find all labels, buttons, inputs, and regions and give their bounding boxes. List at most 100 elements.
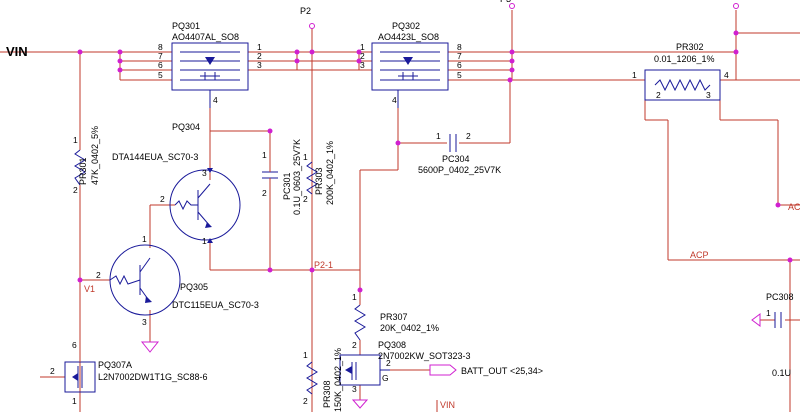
pq305-component[interactable]: PQ305 DTC115EUA_SC70-3 2 1 3 — [96, 234, 259, 327]
pc301-component[interactable]: 1 2 PC301 0.1U_0603_25V7K — [262, 139, 302, 215]
pq308-pin-3: 3 — [352, 384, 357, 394]
net-ac-label: AC — [788, 202, 800, 212]
pr307-ref: PR307 — [380, 312, 408, 322]
pr308-value: 150K_0402_1% — [333, 348, 343, 412]
ground-symbol — [140, 341, 160, 353]
pq301-pin-4: 4 — [213, 95, 218, 105]
pr307-value: 20K_0402_1% — [380, 323, 439, 333]
pr308-component[interactable]: 1 2 PR308 150K_0402_1% — [303, 348, 343, 412]
pr308-ref: PR308 — [322, 380, 332, 408]
pc304-component[interactable]: 1 2 PC304 5600P_0402_25V7K — [418, 131, 501, 175]
pq302-pin-1: 1 — [360, 42, 365, 52]
pr301-value: 47K_0402_5% — [90, 126, 100, 185]
pr307-pin-1: 1 — [352, 292, 357, 302]
pq302-value: AO4423L_SO8 — [378, 32, 439, 42]
pr302-pin-4: 4 — [724, 70, 729, 80]
pq304-value: DTA144EUA_SC70-3 — [112, 152, 198, 162]
net-v1-label: V1 — [84, 284, 95, 294]
pq307a-component[interactable]: PQ307A L2N7002DW1T1G_SC88-6 6 2 1 — [50, 340, 208, 406]
ports — [309, 3, 761, 376]
pq304-pin-1: 1 — [202, 236, 207, 246]
pr307-pin-2: 2 — [352, 340, 357, 350]
net-p2-1-label: P2-1 — [314, 260, 333, 270]
pc301-value: 0.1U_0603_25V7K — [292, 139, 302, 215]
pq305-pin-2: 2 — [96, 270, 101, 280]
pc308-pin-1: 1 — [766, 308, 771, 318]
pr302-ref: PR302 — [676, 42, 704, 52]
pq305-pin-3: 3 — [142, 317, 147, 327]
pr308-pin-2: 2 — [303, 396, 308, 406]
pr301-pin-1: 1 — [73, 135, 78, 145]
pr301-ref: PR301 — [78, 157, 88, 185]
ground-symbol-2 — [351, 399, 369, 409]
right-port[interactable] — [733, 3, 739, 9]
pq308-ref: PQ308 — [378, 340, 406, 350]
pr302-pin-3: 3 — [706, 90, 711, 100]
pq301-pin-1: 1 — [257, 42, 262, 52]
pq307a-pin-6: 6 — [72, 340, 77, 350]
pq302-pin-5: 5 — [457, 70, 462, 80]
pr303-pin-2: 2 — [303, 194, 308, 204]
net-p3-label: P3 — [500, 0, 511, 4]
pq301-pin-5: 5 — [158, 70, 163, 80]
batt-out-port[interactable] — [429, 364, 457, 376]
pq307a-value: L2N7002DW1T1G_SC88-6 — [98, 372, 208, 382]
pr302-component[interactable]: PR302 0.01_1206_1% 1 4 2 3 — [632, 42, 729, 101]
pq301-value: AO4407AL_SO8 — [172, 32, 239, 42]
p2-port[interactable] — [309, 23, 315, 29]
pq304-pin-3: 3 — [202, 168, 207, 178]
pq302-pin-7: 7 — [457, 51, 462, 61]
pc301-ref: PC301 — [282, 172, 292, 200]
pr303-component[interactable]: 1 2 PR303 200K_0402_1% — [303, 141, 335, 205]
pq305-pin-1: 1 — [142, 234, 147, 244]
net-acp-label: ACP — [690, 250, 709, 260]
pr301-component[interactable]: 1 2 PR301 47K_0402_5% — [73, 126, 100, 195]
pq301-component[interactable]: PQ301 AO4407AL_SO8 8 7 6 5 1 2 3 4 — [158, 21, 262, 108]
pq302-pin-6: 6 — [457, 60, 462, 70]
pq308-pin-2: 2 — [386, 358, 391, 368]
pq302-pin-3: 3 — [360, 60, 365, 70]
pq302-pin-4: 4 — [392, 95, 397, 105]
pc308-component[interactable]: PC308 1 0.1U — [766, 292, 794, 378]
pr301-pin-2: 2 — [73, 185, 78, 195]
pq301-pin-3: 3 — [257, 60, 262, 70]
pc308-port[interactable] — [751, 313, 761, 327]
pq301-pin-7: 7 — [158, 51, 163, 61]
pq305-value: DTC115EUA_SC70-3 — [172, 300, 259, 310]
p3-port[interactable] — [509, 3, 515, 9]
pr303-ref: PR303 — [314, 167, 324, 195]
pr302-pin-1: 1 — [632, 70, 637, 80]
pc304-value: 5600P_0402_25V7K — [418, 165, 501, 175]
pc304-pin-2: 2 — [466, 131, 471, 141]
pr302-value: 0.01_1206_1% — [654, 54, 715, 64]
pq304-pin-2: 2 — [160, 194, 165, 204]
pq307a-pin-1: 1 — [72, 396, 77, 406]
pc304-pin-1: 1 — [436, 131, 441, 141]
junctions — [77, 30, 793, 293]
pc308-value: 0.1U — [772, 368, 791, 378]
pr303-pin-1: 1 — [303, 152, 308, 162]
pq302-pin-2: 2 — [360, 51, 365, 61]
pq301-pin-6: 6 — [158, 60, 163, 70]
net-batt-out-ref: <25,34> — [510, 366, 543, 376]
pq302-pin-8: 8 — [457, 42, 462, 52]
pq304-component[interactable]: PQ304 DTA144EUA_SC70-3 2 3 1 — [112, 122, 241, 246]
pr303-value: 200K_0402_1% — [325, 141, 335, 205]
pq301-pin-2: 2 — [257, 51, 262, 61]
pq302-ref: PQ302 — [392, 21, 420, 31]
pq305-ref: PQ305 — [180, 282, 208, 292]
pq301-ref: PQ301 — [172, 21, 200, 31]
net-batt-out-label: BATT_OUT — [461, 366, 508, 376]
pq301-pin-8: 8 — [158, 42, 163, 52]
pr308-pin-1: 1 — [303, 350, 308, 360]
pc301-pin-2: 2 — [262, 188, 267, 198]
net-vin-label: VIN — [6, 44, 28, 59]
pq307a-ref: PQ307A — [98, 360, 132, 370]
pq302-component[interactable]: PQ302 AO4423L_SO8 1 2 3 8 7 6 5 4 — [360, 21, 462, 108]
pr302-pin-2: 2 — [656, 90, 661, 100]
pq308-value: 2N7002KW_SOT323-3 — [378, 351, 471, 361]
pr307-component[interactable]: 1 2 PR307 20K_0402_1% — [352, 292, 439, 350]
pq308-component[interactable]: PQ308 2N7002KW_SOT323-3 2 G 3 — [339, 340, 471, 394]
pq304-ref: PQ304 — [172, 122, 200, 132]
